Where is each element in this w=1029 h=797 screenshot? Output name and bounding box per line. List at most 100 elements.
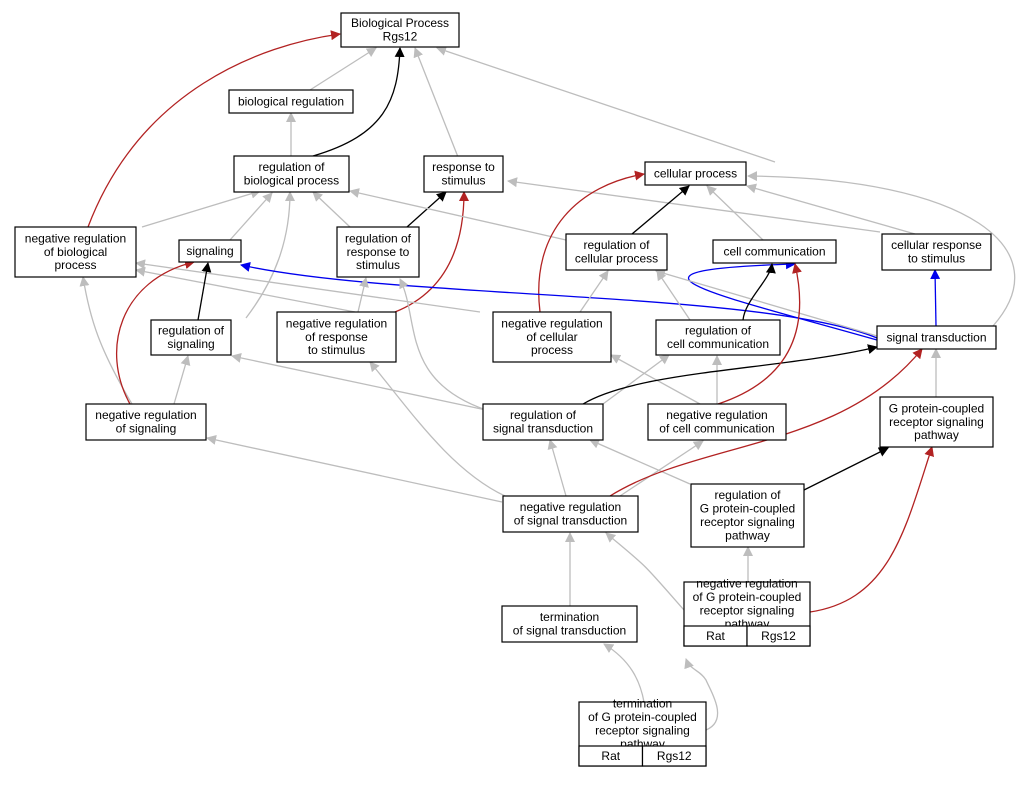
node-label-line: regulation of xyxy=(714,488,781,502)
is-a-edge xyxy=(603,643,645,703)
node-box xyxy=(501,605,638,643)
node-box xyxy=(876,325,997,350)
node-label-line: stimulus xyxy=(441,173,485,187)
node-box xyxy=(340,12,460,48)
is-a-edge xyxy=(135,266,356,313)
node-label-line: negative regulation xyxy=(95,408,196,422)
node-label-line: of G protein-coupled xyxy=(588,710,697,724)
node-label-line: regulation of xyxy=(258,160,325,174)
node-label-line: response to xyxy=(347,245,410,259)
node-label-line: G protein-coupled xyxy=(700,502,795,516)
negatively-regulates-edge xyxy=(87,30,341,228)
negatively-regulates-edge xyxy=(538,170,645,313)
is-a-edge xyxy=(399,278,487,411)
gene-label: Rgs12 xyxy=(657,749,692,763)
node-box xyxy=(178,239,242,263)
part-of-edge xyxy=(240,262,878,339)
node-label-line: of biological xyxy=(44,245,107,259)
node-box xyxy=(647,403,787,441)
node-label-line: regulation of xyxy=(510,408,577,422)
is-a-edge xyxy=(579,270,609,313)
regulates-edge xyxy=(197,262,212,321)
node-box xyxy=(482,403,604,441)
is-a-edge xyxy=(413,47,459,158)
node-label-line: process xyxy=(54,258,96,272)
node-label-line: pathway xyxy=(725,528,770,542)
part-of-edge xyxy=(930,269,941,327)
node-label-line: G protein-coupled xyxy=(889,401,984,415)
node-box xyxy=(276,311,397,363)
node-biological-regulation[interactable]: biological regulation xyxy=(228,89,354,114)
node-label-line: regulation of xyxy=(158,324,225,338)
node-label-line: process xyxy=(531,343,573,357)
is-a-edge xyxy=(349,188,567,241)
is-a-edge xyxy=(245,191,295,319)
part-of-edge xyxy=(688,259,878,341)
node-label-line: to stimulus xyxy=(308,343,365,357)
node-label-line: negative regulation xyxy=(501,316,602,330)
node-label-line: termination xyxy=(540,610,599,624)
is-a-edge xyxy=(547,439,567,497)
node-box xyxy=(565,233,668,271)
species-label: Rat xyxy=(601,749,620,763)
is-a-edge xyxy=(747,171,1016,327)
node-label-line: of response xyxy=(305,330,368,344)
node-label-line: regulation of xyxy=(345,231,412,245)
node-cell-communication[interactable]: cell communication xyxy=(712,239,837,264)
regulates-edge xyxy=(631,185,690,235)
node-label-line: cell communication xyxy=(667,337,769,351)
node-label-line: cellular response xyxy=(891,238,982,252)
node-label-line: cellular process xyxy=(654,166,737,180)
node-box xyxy=(644,161,747,186)
node-label-line: to stimulus xyxy=(908,251,965,265)
node-label-line: of signal transduction xyxy=(514,513,627,527)
node-box xyxy=(336,226,420,278)
node-label-line: biological regulation xyxy=(238,94,344,108)
is-a-edge xyxy=(706,185,764,241)
regulates-edge xyxy=(312,47,405,157)
is-a-edge xyxy=(229,192,273,241)
node-box xyxy=(150,319,232,356)
node-label-line: signal transduction xyxy=(493,421,593,435)
node-label-line: receptor signaling xyxy=(595,723,690,737)
node-label-line: signaling xyxy=(186,244,233,258)
node-signal-transduction[interactable]: signal transduction xyxy=(876,325,997,350)
node-box xyxy=(85,403,207,441)
node-box xyxy=(492,311,612,363)
is-a-edge xyxy=(436,46,776,163)
is-a-edge xyxy=(173,355,191,405)
is-a-edge xyxy=(206,435,503,503)
species-label: Rat xyxy=(706,629,725,643)
regulates-edge xyxy=(742,263,776,321)
is-a-edge xyxy=(231,352,487,411)
node-box xyxy=(712,239,837,264)
node-label-line: regulation of xyxy=(685,324,752,338)
node-label-line: response to xyxy=(432,160,495,174)
is-a-edge xyxy=(656,270,691,321)
node-cellular-process[interactable]: cellular process xyxy=(644,161,747,186)
node-signaling[interactable]: signaling xyxy=(178,239,242,263)
is-a-edge xyxy=(619,440,704,497)
node-label-line: receptor signaling xyxy=(889,415,984,429)
